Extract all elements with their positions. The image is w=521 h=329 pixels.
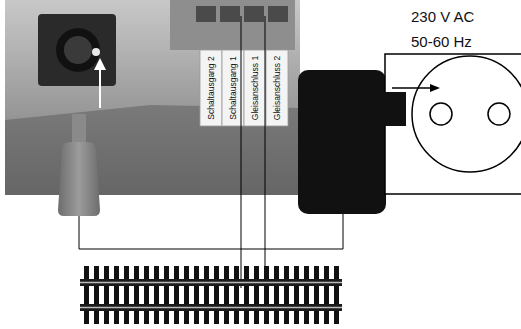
- terminal-label: Gleisanschluss 1: [250, 55, 260, 121]
- jack-pin: [92, 48, 100, 56]
- track-sleeper: [194, 266, 199, 324]
- track-sleeper: [334, 266, 339, 324]
- track-sleeper: [174, 266, 179, 324]
- plug-body: [58, 142, 100, 216]
- track-sleeper: [294, 266, 299, 324]
- terminal-screw: [244, 6, 264, 22]
- device-photo: [5, 0, 300, 195]
- photo-ground: [5, 0, 300, 195]
- track-symbol: [80, 266, 342, 324]
- frequency-label: 50-60 Hz: [411, 33, 472, 51]
- dc-jack: [38, 14, 116, 86]
- track-sleeper: [244, 266, 249, 324]
- terminal-screw: [196, 6, 216, 22]
- track-sleeper: [134, 266, 139, 324]
- terminal-label: Gleisanschluss 2: [272, 55, 282, 121]
- label-strip: [244, 50, 266, 126]
- track-sleeper: [114, 266, 119, 324]
- voltage-label: 230 V AC: [411, 8, 474, 26]
- track-sleeper: [284, 266, 289, 324]
- insert-arrow: [99, 66, 101, 108]
- track-sleeper: [264, 266, 269, 324]
- terminal-screw: [268, 6, 288, 22]
- track-sleepers: [84, 266, 339, 324]
- track-sleeper: [314, 266, 319, 324]
- track-sleeper: [254, 266, 259, 324]
- track-sleeper: [144, 266, 149, 324]
- track-wire: [241, 16, 242, 288]
- track-sleeper: [274, 266, 279, 324]
- power-cable: [79, 212, 343, 249]
- adapter-body: [298, 70, 386, 214]
- track-wire: [265, 16, 266, 288]
- plug-tip: [72, 114, 86, 144]
- rail: [80, 279, 342, 286]
- track-sleeper: [234, 266, 239, 324]
- track-sleeper: [94, 266, 99, 324]
- dc-plug: [58, 114, 100, 216]
- track-sleeper: [104, 266, 109, 324]
- rail-head: [80, 282, 342, 284]
- rail: [80, 304, 342, 311]
- track-sleeper: [84, 266, 89, 324]
- track-sleeper: [164, 266, 169, 324]
- jack-ring: [64, 36, 92, 64]
- track-sleeper: [304, 266, 309, 324]
- track-sleeper: [124, 266, 129, 324]
- terminal-screw: [220, 6, 240, 22]
- plug-in-arrow: [392, 87, 432, 89]
- jack-socket: [56, 28, 100, 72]
- wall-socket: [384, 54, 521, 194]
- terminal-block: [170, 0, 295, 50]
- track-sleeper: [204, 266, 209, 324]
- track-sleeper: [224, 266, 229, 324]
- track-sleeper: [184, 266, 189, 324]
- insert-arrowhead: [94, 58, 106, 70]
- label-strip: [266, 50, 288, 126]
- track-sleeper: [324, 266, 329, 324]
- terminal-label: Schaltausgang 2: [206, 55, 216, 120]
- socket-hole: [430, 103, 452, 125]
- adapter-prong: [384, 92, 406, 126]
- track-sleeper: [214, 266, 219, 324]
- terminal-label: Schaltausgang 1: [228, 55, 238, 120]
- adapter-prong: [384, 92, 406, 126]
- plug-in-arrowhead: [430, 84, 440, 92]
- track-sleeper: [154, 266, 159, 324]
- rail-head: [80, 307, 342, 309]
- socket-hole: [488, 103, 510, 125]
- label-strip: [200, 50, 222, 126]
- socket-ring: [412, 56, 521, 172]
